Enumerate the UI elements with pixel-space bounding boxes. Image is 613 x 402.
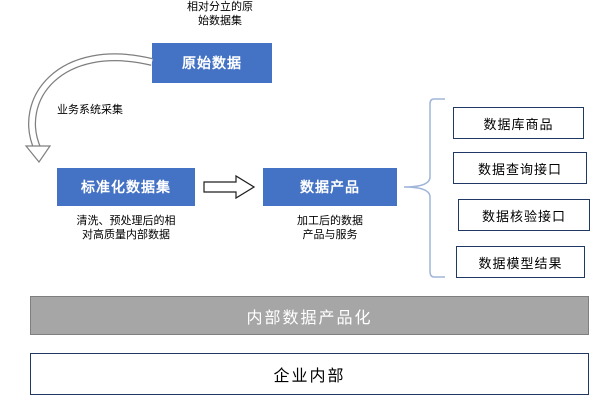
output-box-verify-api: 数据核验接口 xyxy=(458,199,590,231)
standardized-note-line-2: 对高质量内部数据 xyxy=(82,228,170,241)
data-product-note: 加工后的数据 产品与服务 xyxy=(270,214,390,242)
raw-data-note-line-2: 始数据集 xyxy=(198,14,242,27)
data-product-box: 数据产品 xyxy=(263,168,397,206)
output-box-query-api: 数据查询接口 xyxy=(453,152,587,184)
collect-label: 业务系统采集 xyxy=(57,103,123,116)
raw-data-note-line-1: 相对分立的原 xyxy=(187,0,253,13)
enterprise-internal-bar: 企业内部 xyxy=(30,353,589,395)
output-box-model-result: 数据模型结果 xyxy=(456,246,585,278)
data-product-note-line-1: 加工后的数据 xyxy=(297,214,363,227)
standardized-dataset-note: 清洗、预处理后的相 对高质量内部数据 xyxy=(46,214,206,242)
output-box-db-product: 数据库商品 xyxy=(453,107,584,139)
right-arrow-icon xyxy=(203,174,256,200)
internal-productization-bar: 内部数据产品化 xyxy=(30,296,589,335)
brace-icon xyxy=(403,98,445,278)
standardized-note-line-1: 清洗、预处理后的相 xyxy=(76,214,176,227)
data-product-note-line-2: 产品与服务 xyxy=(302,228,358,241)
raw-data-box: 原始数据 xyxy=(152,43,272,83)
raw-data-note: 相对分立的原 始数据集 xyxy=(165,0,275,28)
standardized-dataset-box: 标准化数据集 xyxy=(57,168,195,206)
